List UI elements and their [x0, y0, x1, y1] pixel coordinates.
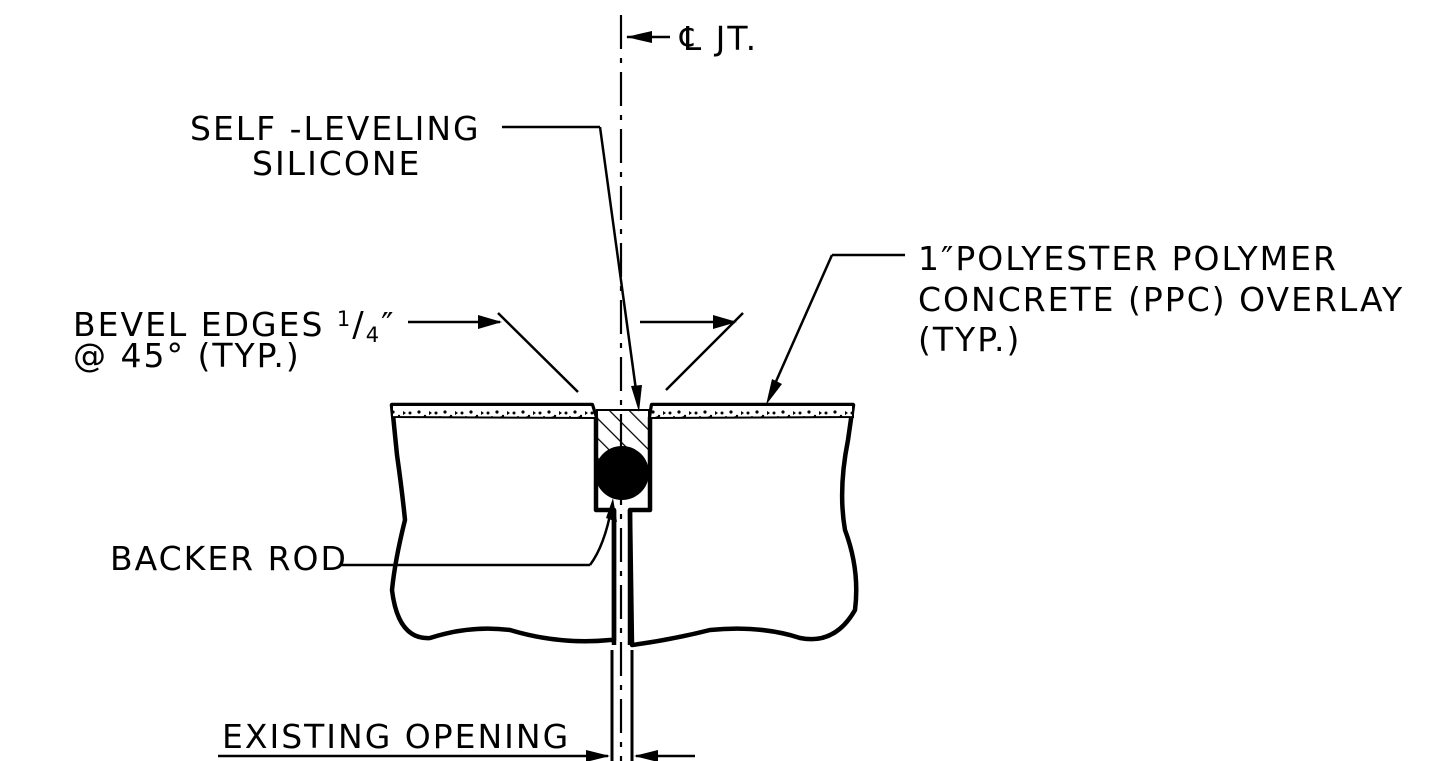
- centerline-label: ℄ JT.: [679, 19, 758, 58]
- backer-rod-leader: [340, 498, 617, 567]
- left-slab: [389, 402, 617, 644]
- centerline-leader: [626, 31, 670, 43]
- self-leveling-leader: [502, 125, 642, 412]
- ppc-overlay-right: [648, 404, 854, 420]
- backer-rod: [595, 446, 649, 500]
- backer-rod-label: BACKER ROD: [110, 539, 348, 578]
- ppc-overlay-left: [391, 404, 598, 420]
- bevel-label-line1: BEVEL EDGES 1/4″: [73, 305, 395, 347]
- existing-opening-dimension: [218, 750, 695, 761]
- bevel-leader-left: [408, 312, 579, 393]
- self-leveling-label-line2: SILICONE: [252, 144, 421, 183]
- existing-opening-label: EXISTING OPENING: [222, 717, 570, 756]
- overlay-label-line1: 1″POLYESTER POLYMER: [918, 239, 1338, 278]
- overlay-label-line3: (TYP.): [918, 320, 1021, 359]
- overlay-leader: [766, 253, 905, 405]
- overlay-label-line2: CONCRETE (PPC) OVERLAY: [918, 280, 1404, 319]
- self-leveling-label-line1: SELF -LEVELING: [190, 109, 481, 148]
- right-slab: [627, 402, 859, 648]
- bevel-label-line2: @ 45° (TYP.): [73, 336, 301, 375]
- bevel-leader-right: [640, 312, 744, 391]
